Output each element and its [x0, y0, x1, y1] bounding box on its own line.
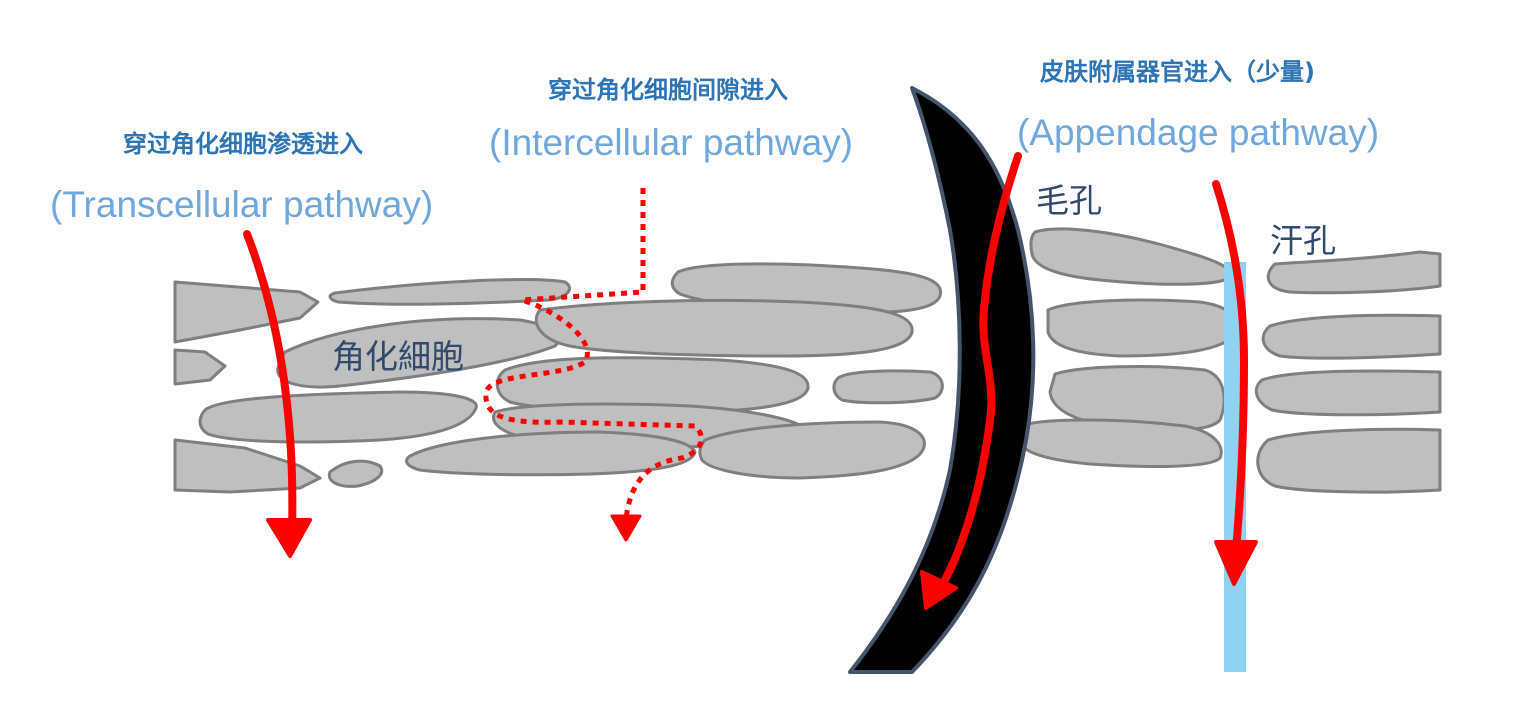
hair-pore-arrowhead — [920, 570, 958, 610]
pathway-arrows — [243, 152, 1258, 610]
keratinocyte-cell — [1261, 313, 1442, 360]
keratinocyte-cell — [328, 278, 571, 306]
keratinocyte-cell — [276, 317, 562, 389]
transcellular-arrowhead — [266, 518, 312, 558]
appendage-subtitle: (Appendage pathway) — [1017, 112, 1380, 153]
hair-pore-arrow — [934, 152, 1022, 596]
hair-shaft — [848, 86, 1036, 674]
sweat-pore-arrow — [1212, 180, 1248, 556]
keratinocyte-cell — [173, 280, 320, 344]
keratinocyte-cell — [173, 438, 322, 494]
intercellular-title: 穿过角化细胞间隙进入 — [548, 76, 788, 104]
keratinocyte-cell — [198, 390, 478, 444]
keratinocyte-cell — [1266, 250, 1442, 295]
keratinocyte-cell — [832, 369, 944, 405]
intercellular-arrow — [483, 188, 704, 521]
keratinocyte-label: 角化細胞 — [332, 337, 464, 376]
hair-pore-label: 毛孔 — [1036, 181, 1102, 220]
keratinocyte-cell — [1016, 418, 1223, 468]
keratinocyte-cell — [534, 298, 914, 358]
keratinocyte-cell — [173, 348, 227, 386]
intercellular-subtitle: (Intercellular pathway) — [489, 122, 853, 163]
keratinocyte-cell — [1256, 427, 1442, 494]
keratinocyte-cell — [1254, 369, 1442, 417]
keratinocyte-cell — [495, 356, 810, 414]
transcellular-title: 穿过角化细胞渗透进入 — [123, 130, 363, 158]
keratinocyte-cell — [1046, 298, 1238, 358]
keratinocyte-cell — [698, 420, 926, 480]
keratinocyte-cell — [405, 430, 697, 477]
sweat-pore-arrowhead — [1214, 540, 1258, 586]
keratinocyte-cell — [1029, 227, 1233, 286]
transcellular-arrow — [243, 230, 297, 536]
transcellular-subtitle: (Transcellular pathway) — [50, 184, 434, 225]
keratinocyte-cell — [327, 459, 384, 488]
stratum-corneum-left — [173, 262, 944, 494]
appendage-title: 皮肤附属器官进入（少量) — [1040, 58, 1315, 86]
intercellular-arrowhead — [610, 514, 642, 542]
stratum-corneum-right — [1016, 227, 1442, 494]
sweat-pore-label: 汗孔 — [1270, 221, 1336, 260]
